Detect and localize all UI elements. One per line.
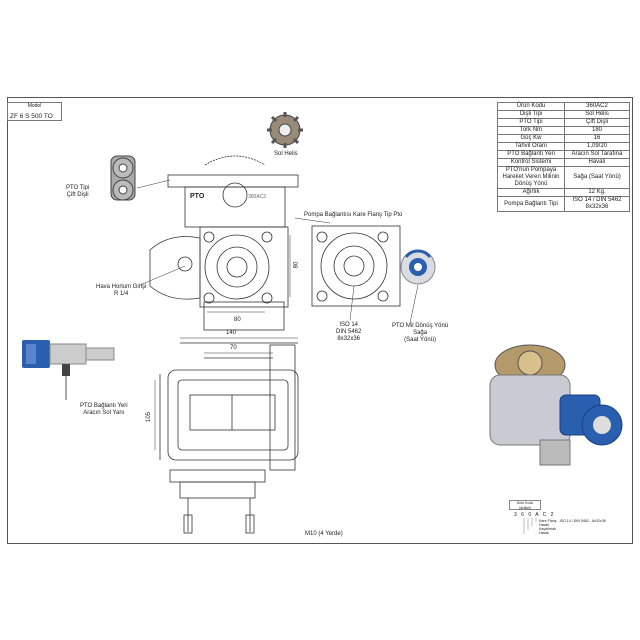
spec-value: ISO 14 / DIN 5462 8x32x36 (564, 196, 630, 212)
dim-105: 105 (146, 411, 153, 423)
label-pto-baglanti-yeri: PTO Bağlantı Yeri Aracın Sol Yanı (80, 403, 128, 416)
label-m10: M10 (4 Yerde) (305, 531, 343, 537)
code-legend-digits: 3 6 0 A C 2 (514, 512, 555, 518)
gear-cift-disli-icon (110, 155, 136, 201)
spec-key: Pompa Bağlantı Tipi (497, 196, 565, 212)
dim-80-horizontal: 80 (234, 317, 241, 323)
label-pto-tipi: PTO Tipi Çift Dişli (66, 185, 90, 198)
spec-key: PTO'nun Pompaya Hareket Veren Milinin Dö… (497, 166, 565, 189)
model-box: Model ZF 6 S 500 TO (7, 102, 62, 121)
drawing-sheet (7, 97, 633, 544)
label-pto-mil: PTO Mil Dönüş Yönü Sağa (Saat Yönü) (392, 323, 449, 343)
dim-70: 70 (230, 345, 237, 351)
pto-side-view (159, 342, 299, 534)
pto-flange-view (311, 225, 401, 307)
truck-icon (22, 340, 115, 400)
spec-row: PTO'nun Pompaya Hareket Veren Milinin Dö… (497, 166, 630, 189)
label-iso: ISO 14 DIN 5462 8x32x36 (336, 322, 362, 342)
code-legend-line-1: Kare Flanş - ISO 14 / DIN 5462 - 8x32x36 (539, 519, 606, 523)
model-label: Model (27, 103, 42, 109)
pto-top-view (149, 155, 299, 331)
gear-sol-helis-icon (267, 112, 303, 148)
rotation-direction-icon (400, 249, 436, 285)
label-sol-helis: Sol Helis (274, 151, 298, 157)
etched-code: 360AC2 (248, 194, 267, 200)
code-legend-box: Ürün Kodu (Artikel) (509, 500, 541, 510)
model-value: ZF 6 S 500 TO (10, 113, 53, 120)
code-legend-line-2: Havalı (539, 523, 550, 527)
code-legend-line-3: Kaydirmalı (539, 527, 556, 531)
pto-logo: PTO (190, 193, 205, 200)
dim-140: 140 (226, 330, 237, 336)
label-hava-horlum: Hava Horlum Girişi R 1/4 (96, 284, 147, 297)
label-pompa-baglantisi: Pompa Bağlantısı Kare Flanş Tip Pto (304, 212, 403, 218)
pto-3d-render (489, 344, 623, 466)
dim-80-vertical: 80 (293, 261, 300, 269)
code-legend-line-4: Havalı (539, 531, 550, 535)
